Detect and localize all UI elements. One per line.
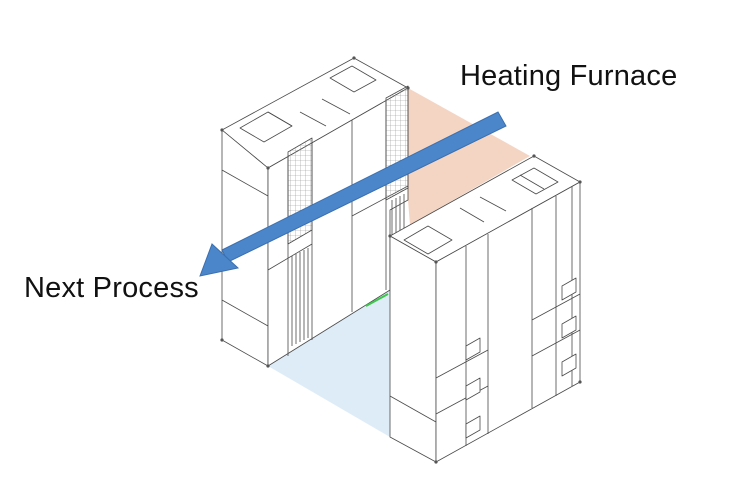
conveyor-marker bbox=[365, 293, 389, 307]
furnace-zone bbox=[408, 88, 530, 225]
flow-direction-arrow bbox=[199, 111, 507, 277]
slot-column-right bbox=[391, 194, 405, 236]
access-hatches bbox=[465, 277, 577, 439]
next-process-label: Next Process bbox=[24, 272, 199, 304]
fastener-dots bbox=[220, 56, 582, 464]
slot-column-left bbox=[291, 248, 309, 346]
heating-furnace-label: Heating Furnace bbox=[460, 60, 678, 92]
